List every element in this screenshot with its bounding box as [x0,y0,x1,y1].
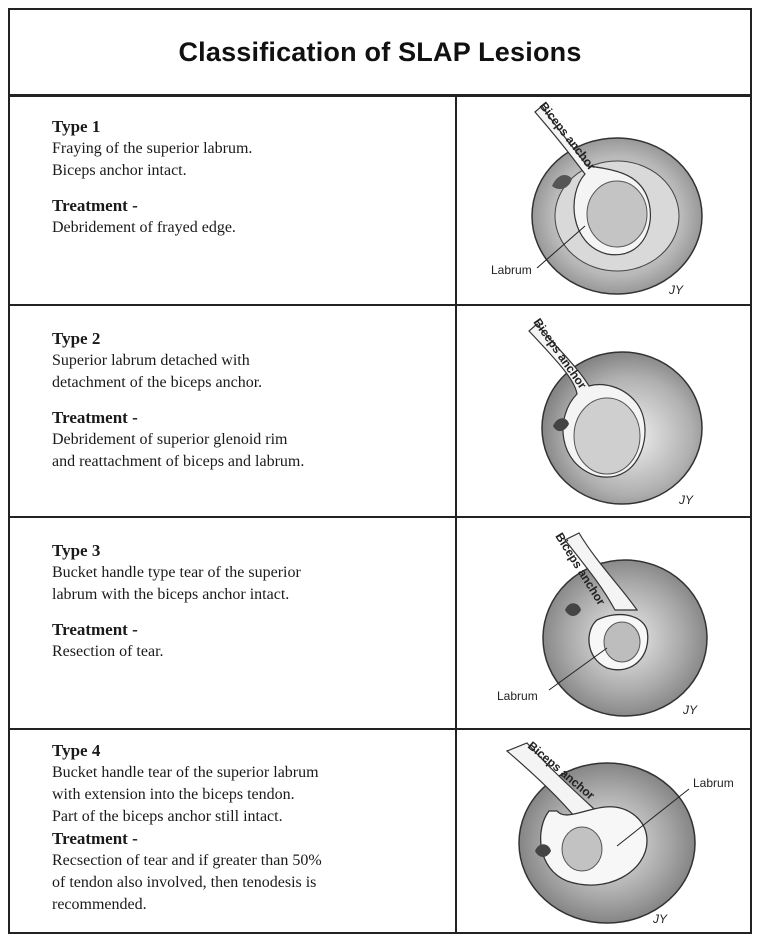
artist-signature: JY [652,912,668,926]
page-title: Classification of SLAP Lesions [178,36,582,67]
glenoid-center [603,621,641,663]
labrum-pointer [548,647,608,691]
lesion-row-type-4: Type 4 Bucket handle tear of the superio… [10,730,750,932]
glenoid-type-4-illustration: Labrum Biceps anchor JY [505,739,734,926]
lesion-table: Type 1 Fraying of the superior labrum. B… [10,94,750,932]
lesion-row-type-1: Type 1 Fraying of the superior labrum. B… [10,94,750,306]
glenoid-center [573,397,641,475]
lesion-row-type-2: Type 2 Superior labrum detached with det… [10,306,750,518]
lesion-type-heading: Type 1 [52,117,101,136]
lesion-illustration: Biceps anchor JY [457,306,750,516]
labrum-pointer [536,225,586,269]
labrum-label: Labrum [497,689,538,703]
lesion-text-cell: Type 3 Bucket handle type tear of the su… [10,518,457,728]
labrum-pointer [616,788,690,847]
treatment-line: recommended. [52,896,147,913]
lesion-type-heading: Type 3 [52,541,101,560]
description-line: Bucket handle type tear of the superior [52,564,301,581]
fraying-shadow [552,174,572,190]
glenoid-center [561,826,603,872]
artist-signature: JY [668,283,684,297]
treatment-line: of tendon also involved, then tenodesis … [52,874,317,891]
lesion-illustration: Labrum Biceps anchor JY [457,730,750,932]
classification-sheet: Classification of SLAP Lesions Type 1 Fr… [8,8,752,934]
lesion-text-cell: Type 4 Bucket handle tear of the superio… [10,730,457,932]
title-bar: Classification of SLAP Lesions [10,10,750,97]
treatment-line: and reattachment of biceps and labrum. [52,453,305,470]
glenoid-type-1-illustration: Labrum Biceps anchor JY [491,99,703,297]
artist-signature: JY [678,493,694,507]
tear-shadow [565,603,581,616]
lesion-row-type-3: Type 3 Bucket handle type tear of the su… [10,518,750,730]
description-line: Bucket handle tear of the superior labru… [52,764,319,781]
glenoid-type-3-illustration: Labrum Biceps anchor JY [497,530,708,717]
treatment-line: Recsection of tear and if greater than 5… [52,852,322,869]
lesion-illustration: Labrum Biceps anchor JY [457,518,750,728]
labrum-label: Labrum [693,776,734,790]
glenoid-type-2-illustration: Biceps anchor JY [528,316,703,507]
description-line: labrum with the biceps anchor intact. [52,586,290,603]
description-line: Superior labrum detached with [52,352,250,369]
treatment-heading: Treatment - [52,829,138,848]
description-line: Biceps anchor intact. [52,162,187,179]
treatment-line: Debridement of superior glenoid rim [52,431,288,448]
labrum-label: Labrum [491,263,532,277]
tear-shadow [535,844,551,857]
glenoid-center [586,180,648,248]
treatment-heading: Treatment - [52,620,138,639]
description-line: Fraying of the superior labrum. [52,140,253,157]
description-line: with extension into the biceps tendon. [52,786,295,803]
lesion-illustration: Labrum Biceps anchor JY [457,94,750,304]
lesion-type-heading: Type 2 [52,329,101,348]
treatment-heading: Treatment - [52,196,138,215]
description-line: Part of the biceps anchor still intact. [52,808,283,825]
treatment-line: Debridement of frayed edge. [52,219,236,236]
description-line: detachment of the biceps anchor. [52,374,263,391]
treatment-line: Resection of tear. [52,643,164,660]
lesion-text-cell: Type 2 Superior labrum detached with det… [10,306,457,516]
lesion-text-cell: Type 1 Fraying of the superior labrum. B… [10,94,457,304]
lesion-type-heading: Type 4 [52,741,101,760]
detachment-shadow [553,418,569,432]
artist-signature: JY [682,703,698,717]
biceps-tendon [564,532,639,611]
treatment-heading: Treatment - [52,408,138,427]
